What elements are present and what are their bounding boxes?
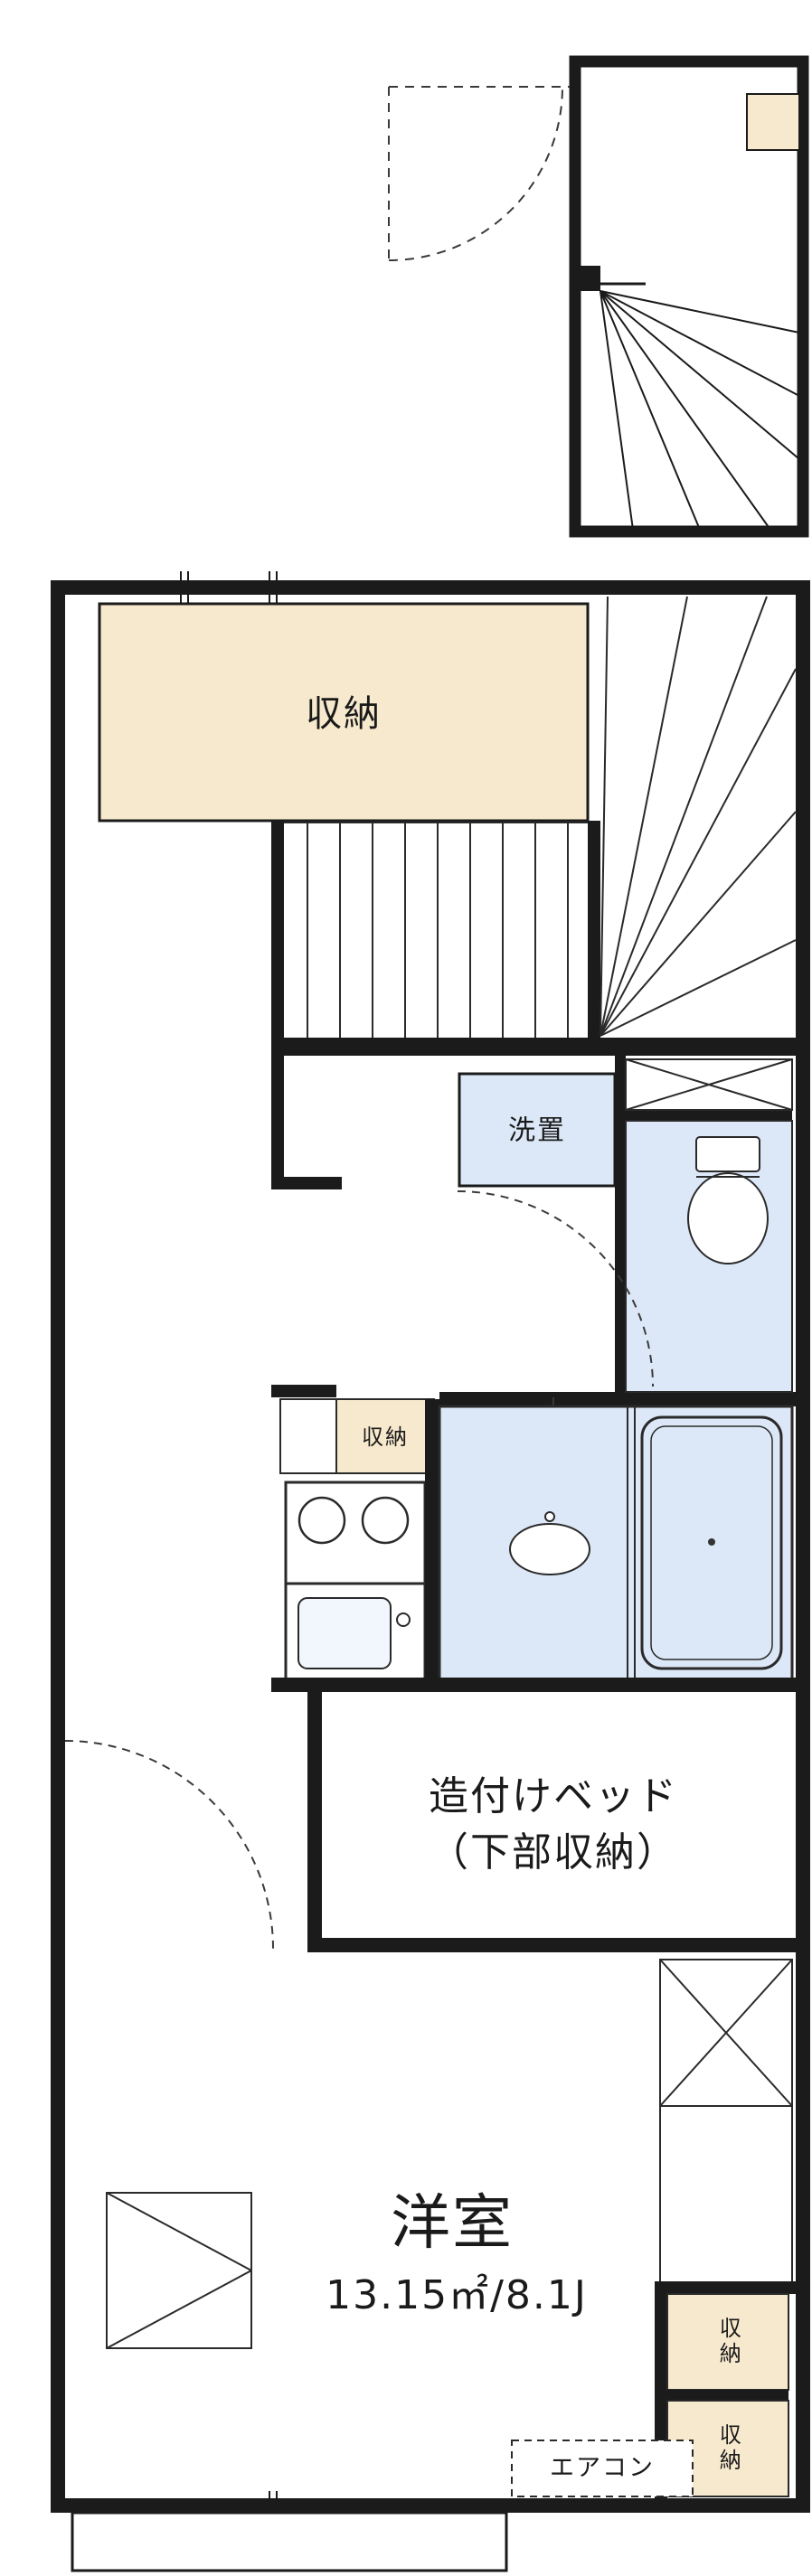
sink-basin [297, 1597, 392, 1669]
laundry-label: 洗置 [508, 1114, 566, 1147]
laundry-space [458, 1072, 617, 1188]
bathroom [438, 1405, 794, 1683]
balcony [71, 2511, 508, 2572]
faucet [396, 1612, 411, 1627]
toilet-bowl [687, 1172, 769, 1264]
unit-outer-walls [51, 580, 810, 2513]
room-name-label: 洋室 [391, 2187, 514, 2258]
washroom-door-swing [457, 1190, 654, 1387]
western-room-features [106, 1959, 796, 2504]
built-in-bed-room [271, 1678, 796, 1952]
stair-landing-storage [746, 93, 800, 151]
room-area-label: 13.15㎡/8.1J [326, 2271, 588, 2318]
winder-stairs-upper [600, 290, 800, 531]
staircase-winder [600, 596, 797, 1037]
kitchen [279, 1398, 439, 1683]
hatch-box [625, 1058, 793, 1111]
room-door-swing [64, 1740, 274, 1950]
closet-right-top-label: 収納 [715, 2317, 741, 2367]
bathtub-drain [708, 1538, 715, 1546]
hallway-walls [271, 1056, 810, 1406]
built-in-bed-label-line2: （下部収納） [429, 1829, 678, 1876]
closet-right-bottom-label: 収納 [715, 2423, 741, 2474]
kitchen-storage-box [335, 1398, 435, 1474]
staircase-straight [271, 821, 600, 1048]
burner-left [297, 1496, 346, 1545]
wash-basin [509, 1523, 590, 1575]
built-in-bed-label-line1: 造付けベッド [429, 1772, 678, 1819]
air-conditioner-label: エアコン [550, 2454, 655, 2483]
wall-below-stairs [271, 1038, 810, 1056]
air-conditioner-box [511, 2440, 694, 2497]
closet-crossed [659, 1959, 793, 2286]
closet-right-top [666, 2293, 789, 2391]
storage-area-top [98, 602, 590, 823]
storage-top-label: 収納 [306, 693, 382, 735]
toilet-room [625, 1120, 793, 1393]
entrance-door-swing [388, 86, 570, 261]
upper-floor-stair-block [388, 55, 809, 538]
burner-right [361, 1496, 410, 1545]
toilet-tank [695, 1136, 760, 1172]
kitchen-storage-label: 収納 [362, 1424, 409, 1450]
counter-desk [106, 2192, 252, 2349]
